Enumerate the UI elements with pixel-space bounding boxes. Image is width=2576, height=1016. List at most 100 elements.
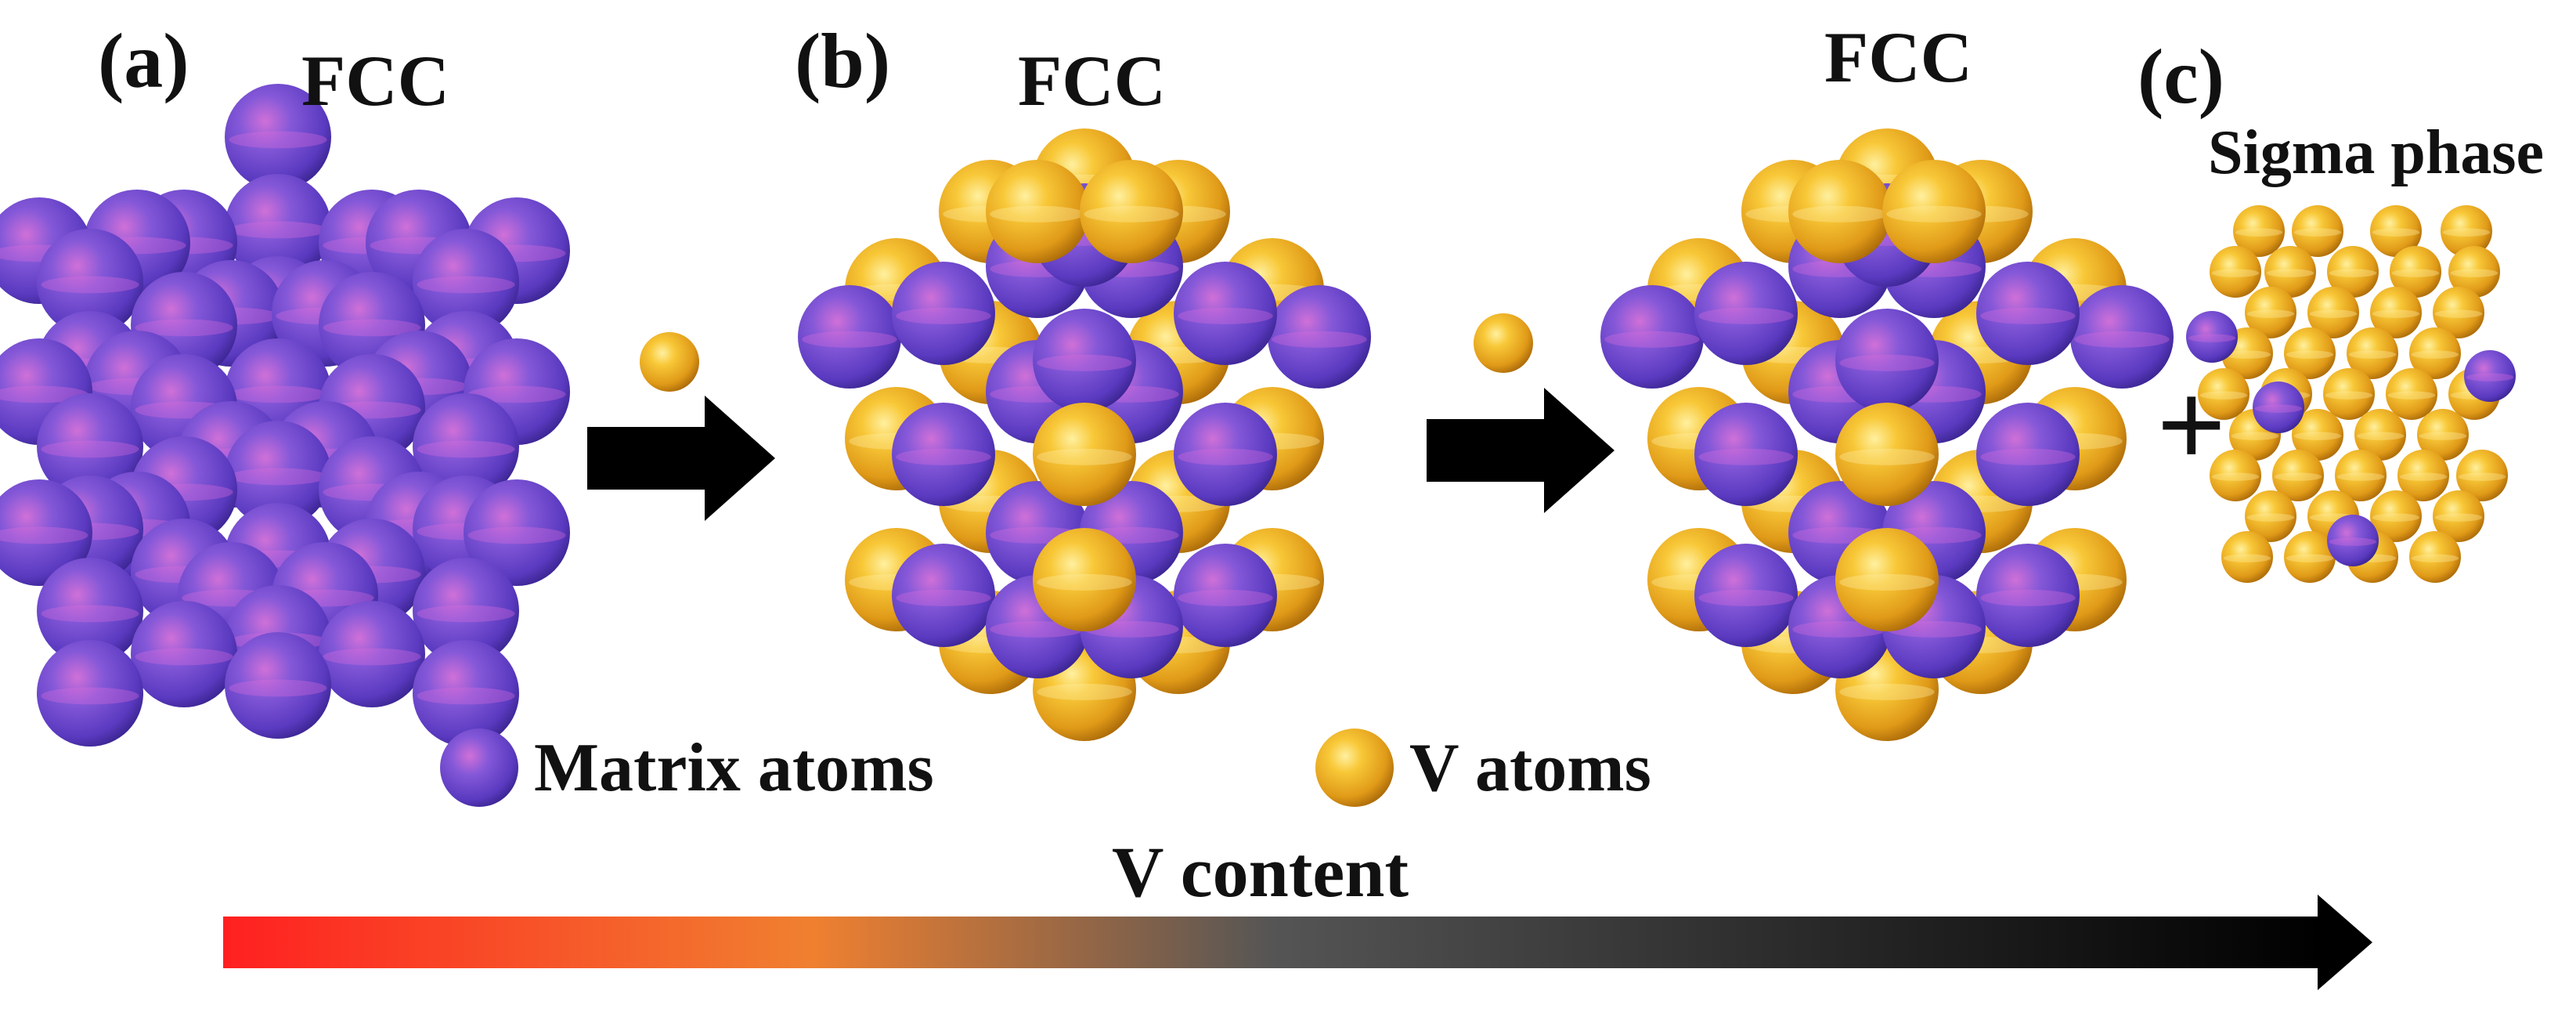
b-matrix-0 — [798, 285, 901, 389]
sigma-v-atom-27-band — [2274, 472, 2322, 481]
sigma-matrix-atom-2 — [2327, 515, 2379, 566]
matrix-atom-a-24-band — [41, 440, 139, 458]
b-matrix-17-band — [1037, 354, 1132, 371]
matrix-atom-a-42 — [37, 558, 143, 664]
sigma-v-atom-4 — [2210, 246, 2261, 298]
b-matrix-7 — [1174, 544, 1277, 647]
b-matrix-4-band — [896, 448, 991, 465]
b-matrix-1-band — [1272, 331, 1367, 348]
sigma-v-atom-0 — [2233, 205, 2285, 257]
sigma-v-atom-1-band — [2293, 228, 2342, 237]
b-matrix-1 — [1268, 285, 1371, 389]
v-content-gradient-bar — [223, 917, 2322, 968]
b2-v-front-3 — [1882, 160, 1986, 263]
b-v-front-3-band — [1084, 205, 1179, 222]
matrix-atom-a-24 — [37, 393, 143, 500]
sigma-v-atom-23 — [2292, 409, 2343, 461]
sigma-matrix-atom-0 — [2186, 311, 2238, 363]
sigma-v-atom-13-band — [2223, 350, 2271, 359]
b-v-front-1-band — [1037, 573, 1132, 591]
cluster-b-fcc — [798, 128, 1371, 741]
sigma-matrix-atom-3-band — [2254, 404, 2303, 413]
cluster-c-sigma — [2186, 205, 2516, 583]
sigma-v-atom-8 — [2448, 246, 2500, 298]
b2-v-front-2-band — [1792, 205, 1888, 222]
legend-v-label: V atoms — [1409, 730, 1651, 806]
sigma-v-atom-14 — [2284, 327, 2336, 379]
b2-matrix-0 — [1600, 285, 1704, 389]
b2-matrix-5-band — [1980, 448, 2076, 465]
sigma-v-atom-0-band — [2235, 228, 2283, 237]
b-v-front-0-band — [1037, 448, 1132, 465]
added-v-atom-1 — [640, 332, 699, 392]
sigma-v-atom-25-band — [2419, 432, 2467, 440]
b-v-front-2 — [986, 160, 1089, 263]
matrix-atom-a-46 — [319, 601, 425, 707]
matrix-atom-a-14-band — [323, 319, 421, 337]
sigma-v-atom-9 — [2245, 287, 2296, 338]
matrix-atom-a-43-band — [417, 605, 515, 623]
b-v-front-2-band — [990, 205, 1085, 222]
b2-matrix-2 — [1694, 262, 1798, 365]
b-v-back-15-band — [1037, 683, 1132, 700]
sigma-v-atom-15 — [2347, 327, 2398, 379]
sigma-matrix-atom-3 — [2253, 381, 2304, 433]
matrix-atom-a-1-band — [229, 221, 327, 239]
legend-matrix-label: Matrix atoms — [534, 730, 934, 806]
phase-label-b: FCC — [1018, 41, 1167, 121]
sigma-v-atom-26 — [2210, 450, 2261, 501]
b2-v-front-1-band — [1839, 573, 1935, 591]
sigma-v-atom-14-band — [2286, 350, 2334, 359]
b-matrix-4 — [892, 403, 995, 506]
sigma-v-atom-9-band — [2246, 309, 2295, 318]
matrix-atom-a-36-band — [467, 526, 566, 544]
sigma-v-atom-1 — [2292, 205, 2343, 257]
sigma-v-atom-24 — [2354, 409, 2406, 461]
cluster-a-fcc — [0, 84, 570, 747]
panel-label-c: (c) — [2138, 33, 2224, 120]
b-matrix-5-band — [1178, 448, 1273, 465]
sigma-v-atom-11-band — [2372, 309, 2420, 318]
sigma-v-atom-20-band — [2387, 391, 2436, 400]
b2-matrix-6 — [1694, 544, 1798, 647]
b2-v-front-3-band — [1886, 205, 1982, 222]
sigma-v-atom-2-band — [2372, 228, 2420, 237]
sigma-v-atom-22-band — [2231, 432, 2279, 440]
b-matrix-2 — [892, 262, 995, 365]
sigma-v-atom-29-band — [2399, 472, 2448, 481]
sigma-v-atom-15-band — [2348, 350, 2397, 359]
sigma-phase-label: Sigma phase — [2208, 118, 2544, 187]
sigma-v-atom-25 — [2417, 409, 2469, 461]
sigma-v-atom-7-band — [2391, 269, 2440, 277]
sigma-matrix-atom-1-band — [2466, 373, 2514, 381]
sigma-v-atom-7 — [2390, 246, 2441, 298]
matrix-atom-a-42-band — [41, 605, 139, 623]
sigma-matrix-atom-1 — [2464, 350, 2516, 402]
b-matrix-6 — [892, 544, 995, 647]
matrix-atom-a-28-band — [229, 468, 327, 486]
sigma-v-atom-6 — [2327, 246, 2379, 298]
b2-matrix-3-band — [1980, 307, 2076, 324]
b2-matrix-6-band — [1698, 589, 1794, 606]
b2-matrix-3 — [1976, 262, 2080, 365]
matrix-atom-a-0-band — [229, 131, 327, 149]
b2-v-front-2 — [1788, 160, 1892, 263]
b2-v-front-0 — [1835, 403, 1939, 506]
sigma-v-atom-30 — [2456, 450, 2508, 501]
matrix-atom-a-49 — [413, 640, 519, 747]
sigma-v-atom-17 — [2198, 368, 2249, 420]
b-v-front-0 — [1033, 403, 1136, 506]
phase-label-a: FCC — [301, 41, 450, 121]
b2-v-back-15-band — [1839, 683, 1935, 700]
sigma-v-atom-3-band — [2442, 228, 2491, 237]
sigma-v-atom-27 — [2272, 450, 2324, 501]
sigma-v-atom-16-band — [2411, 350, 2459, 359]
b2-matrix-17 — [1835, 309, 1939, 412]
b-matrix-0-band — [802, 331, 897, 348]
matrix-atom-a-21-band — [467, 385, 566, 403]
matrix-atom-a-25-band — [417, 440, 515, 458]
added-v-atom-2 — [1474, 313, 1533, 373]
matrix-atom-a-9 — [413, 229, 519, 335]
b2-matrix-5 — [1976, 403, 2080, 506]
sigma-v-atom-26-band — [2211, 472, 2260, 481]
